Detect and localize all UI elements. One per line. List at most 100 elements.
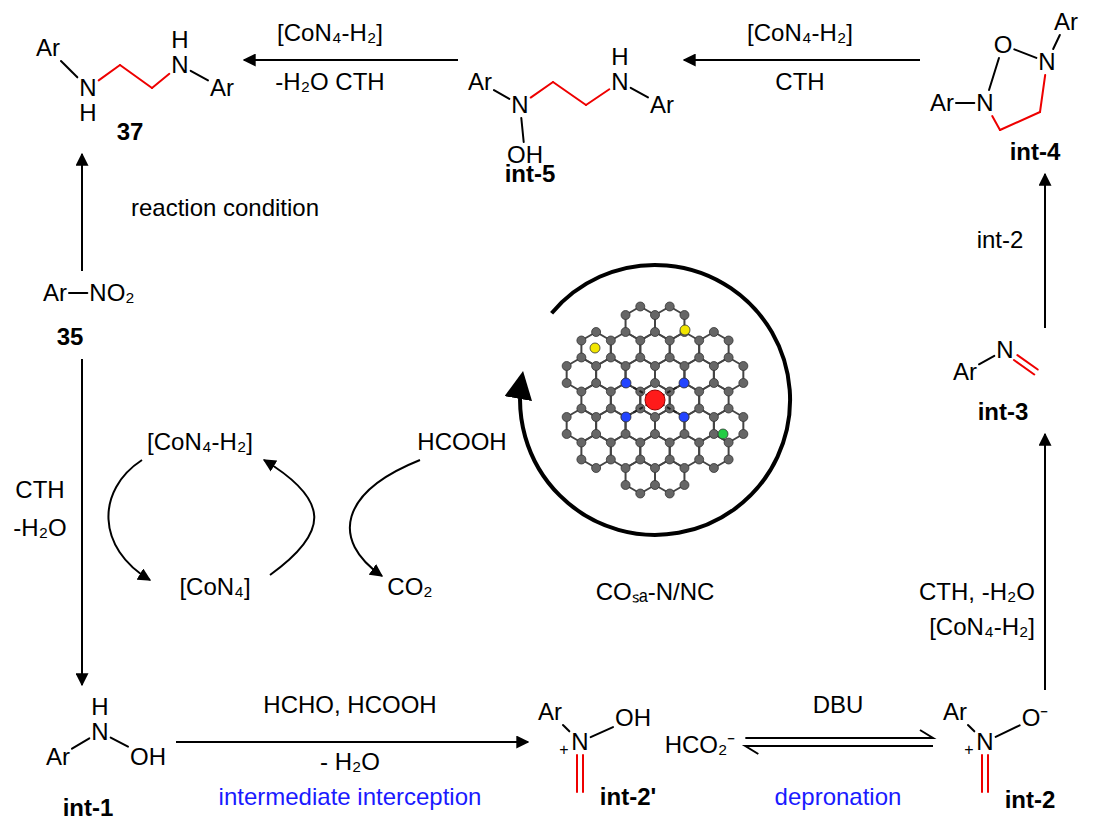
compound: Ar+NO⁻int-2 [939,696,1059,816]
carbon-atom [665,489,674,498]
reaction-arrow [82,154,83,271]
bond-line [591,727,613,737]
carbon-atom [665,438,674,447]
carbon-atom [562,379,571,388]
carbon-atom [739,379,748,388]
atom-label: O⁻ [1022,706,1049,730]
reaction-arrow-line [1044,174,1046,328]
bond-line [494,90,509,99]
bond-line [582,755,584,792]
condition-label: [CoN₄-H₂] [747,21,853,45]
condition-label: -H₂O CTH [275,70,384,94]
carbon-atom [695,353,704,362]
carbon-atom [621,328,630,337]
carbon-atom [680,311,689,320]
atom-label: Ar [930,91,954,115]
condition-label: HCOOH [417,430,506,454]
carbon-atom [621,430,630,439]
condition-label: COₛₐ-N/NC [596,580,715,604]
carbon-atom [709,328,718,337]
carbon-atom [606,387,615,396]
reaction-arrow [684,60,920,61]
compound-number: int-1 [63,796,114,820]
atom-label: N [171,53,188,77]
bond-line [979,356,994,364]
atom-label: N [976,91,993,115]
carbon-atom [680,362,689,371]
carbon-atom [695,387,704,396]
atom-label: H [171,28,188,52]
carbon-atom [665,336,674,345]
bond-line [576,755,578,792]
cycle-arrow [108,460,150,580]
carbon-atom [636,455,645,464]
bond-line [152,74,169,88]
atom-label: Ar [1054,10,1078,34]
atom-label: OH [130,745,166,769]
carbon-atom [592,464,601,473]
compound: ArNOHNHArint-5 [464,41,678,190]
cycle-arrow [520,265,790,535]
carbon-atom [739,430,748,439]
carbon-atom [606,404,615,413]
atom-label: Ar [468,70,492,94]
compound-number: 37 [117,120,144,144]
catalyst-illustration [520,265,790,535]
carbon-atom [577,387,586,396]
carbon-atom [680,481,689,490]
atom-label: OH [615,706,651,730]
condition-label: int-2 [977,228,1024,252]
compound: Ar+NOHHCO₂⁻int-2' [534,696,739,813]
bond-line [981,755,983,792]
atom-label: + [964,742,973,758]
hetero-atom [590,343,600,353]
carbon-atom [577,455,586,464]
carbon-atom [665,455,674,464]
carbon-atom [636,353,645,362]
bond-line [631,88,648,97]
carbon-atom [739,413,748,422]
condition-label: [CoN₄-H₂] [929,615,1035,639]
hetero-atom [621,412,631,422]
atom-label: N [1038,50,1055,74]
condition-label: [CoN₄-H₂] [147,430,253,454]
atom-label: H [611,45,628,69]
graphene-lattice [562,302,748,498]
reaction-arrow [1045,434,1046,690]
carbon-atom [592,379,601,388]
carbon-atom [709,379,718,388]
reaction-arrow [1045,174,1046,328]
compound: ArNHNHAr37 [32,24,238,148]
hetero-atom [679,378,689,388]
compound-number: int-2' [600,785,656,809]
carbon-atom [651,481,660,490]
condition-label: - H₂O [320,750,380,774]
bond-line [1014,360,1034,374]
carbon-atom [724,353,733,362]
reaction-arrow [244,60,458,61]
atom-label: Ar [538,700,562,724]
carbon-atom [680,379,689,388]
bond-line [1014,49,1036,57]
bond-line [69,292,87,294]
compound-number: int-2 [1005,788,1056,812]
carbon-atom [606,353,615,362]
carbon-atom [695,404,704,413]
bond-line [1053,35,1060,49]
compound: ArNint-3 [949,334,1040,428]
carbon-atom [562,362,571,371]
reaction-arrow-line [684,59,920,61]
carbon-atom [592,430,601,439]
condition-label: CO₂ [387,575,432,599]
atom-label: N [571,730,588,754]
bond-line [987,755,989,792]
carbon-atom [562,413,571,422]
atom-label: Ar [210,76,234,100]
cycle-arrow [350,460,420,576]
bond-line [1040,75,1045,112]
carbon-atom [592,413,601,422]
compound: ArNO₂35 [39,277,139,353]
carbon-atom [606,438,615,447]
bond-line [992,116,1000,130]
atom-label: H [91,695,108,719]
